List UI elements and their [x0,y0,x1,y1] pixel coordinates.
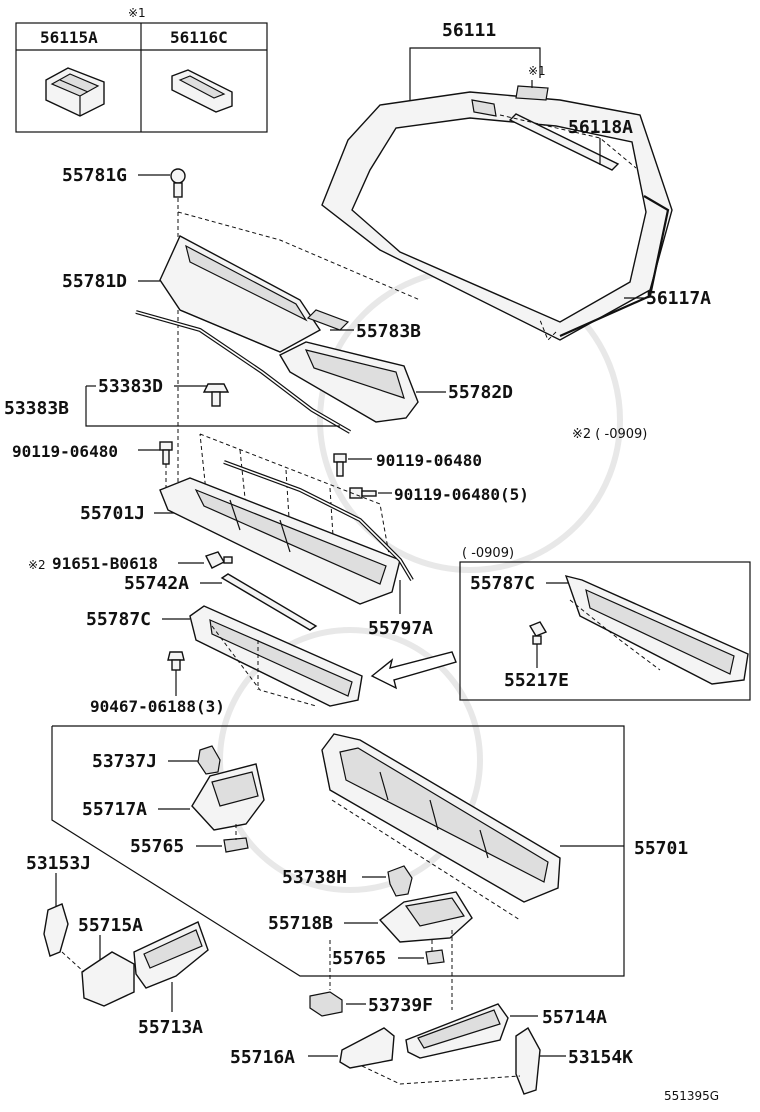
windshield-inner [351,117,647,323]
label-53739f: 53739F [368,995,433,1016]
bottom-parts-group: 53739F 53153J 55715A 55713A 55714A 53154… [26,853,633,1095]
panel-group: 90119-06480 90119-06480 90119-06480(5) 5… [12,433,529,716]
label-55701: 55701 [634,838,688,859]
molding-56117a [559,195,670,338]
inset-top-mark: ※1 [128,6,146,20]
windshield-group: 56111 ※1 56118A 56117A [321,20,711,341]
label-56116c: 56116C [170,28,228,47]
bracket-53739f-icon [309,991,343,1017]
label-inset-55787c: 55787C [470,573,535,594]
nut-icon [205,551,233,569]
label-55765-lower: 55765 [332,948,386,969]
figure-code: 551395G [664,1089,719,1103]
label-55787c: 55787C [86,609,151,630]
label-55783b: 55783B [356,321,421,342]
label-nut: 91651-B0618 [52,554,158,573]
side-55715a-icon [81,951,135,1007]
cowl-top-group: 55781G 55781D 55783B 55782D 53383D 53383… [4,165,513,490]
part-56116c-icon [171,69,233,113]
label-55717a: 55717A [82,799,147,820]
label-53383d: 53383D [98,376,163,397]
windshield-mark: ※1 [528,64,546,78]
label-55718b: 55718B [268,913,333,934]
nut-mark2: ※2 [28,558,46,572]
plate-lower-icon [425,949,445,965]
arrow-to-inset-icon [370,651,457,690]
plate-upper-icon [223,837,249,853]
side-55716a-icon [339,1027,395,1069]
clip-55781g-icon [170,168,186,198]
label-55715a: 55715A [78,915,143,936]
side-53154k-icon [515,1026,541,1095]
part-56115a-icon [45,67,105,117]
label-53383b: 53383B [4,398,69,419]
inset-top-box: ※1 56115A 56116C [15,6,268,133]
clip-bottom-icon [167,651,185,671]
side-53153j-icon [43,903,69,957]
label-55713a: 55713A [138,1017,203,1038]
molding-56118a [508,113,620,171]
bracket-53737j-icon [197,745,221,775]
label-53153j: 53153J [26,853,91,874]
bracket-53738h-icon [387,865,413,897]
label-56111: 56111 [442,20,496,41]
label-55765-upper: 55765 [130,836,184,857]
note-mark2-range: ※2 ( -0909) [572,427,647,442]
label-bolt-right: 90119-06480 [376,451,482,470]
label-55742a: 55742A [124,573,189,594]
bolt-right-icon [333,453,347,477]
label-56117a: 56117A [646,288,711,309]
panel-55701j-icon [159,477,401,605]
lower-assembly-group: 53737J 55717A 55765 55701 53738H 55718B … [51,725,688,1010]
label-55781g: 55781G [62,165,127,186]
label-55782d: 55782D [448,382,513,403]
strip-55742a-icon [220,573,318,631]
bolt-left-icon [159,441,173,465]
label-55716a: 55716A [230,1047,295,1068]
bolt-count-icon [349,487,377,499]
inset-right-box: ( -0909) 55787C 55217E [459,546,751,701]
label-55217e: 55217E [504,670,569,691]
label-bolt-left: 90119-06480 [12,442,118,461]
label-53737j: 53737J [92,751,157,772]
label-53154k: 53154K [568,1047,633,1068]
label-55781d: 55781D [62,271,127,292]
label-55797a: 55797A [368,618,433,639]
clip-53383d-icon [202,383,230,407]
label-55714a: 55714A [542,1007,607,1028]
label-56115a: 56115A [40,28,98,47]
label-clip-bottom: 90467-06188(3) [90,697,225,716]
inset-clip-icon [528,621,548,645]
label-53738h: 53738H [282,867,347,888]
label-56118a: 56118A [568,117,633,138]
inset-range: ( -0909) [462,546,514,561]
label-55701j: 55701J [80,503,145,524]
label-bolt-count: 90119-06480(5) [394,485,529,504]
cover-55783b-icon [306,309,350,331]
